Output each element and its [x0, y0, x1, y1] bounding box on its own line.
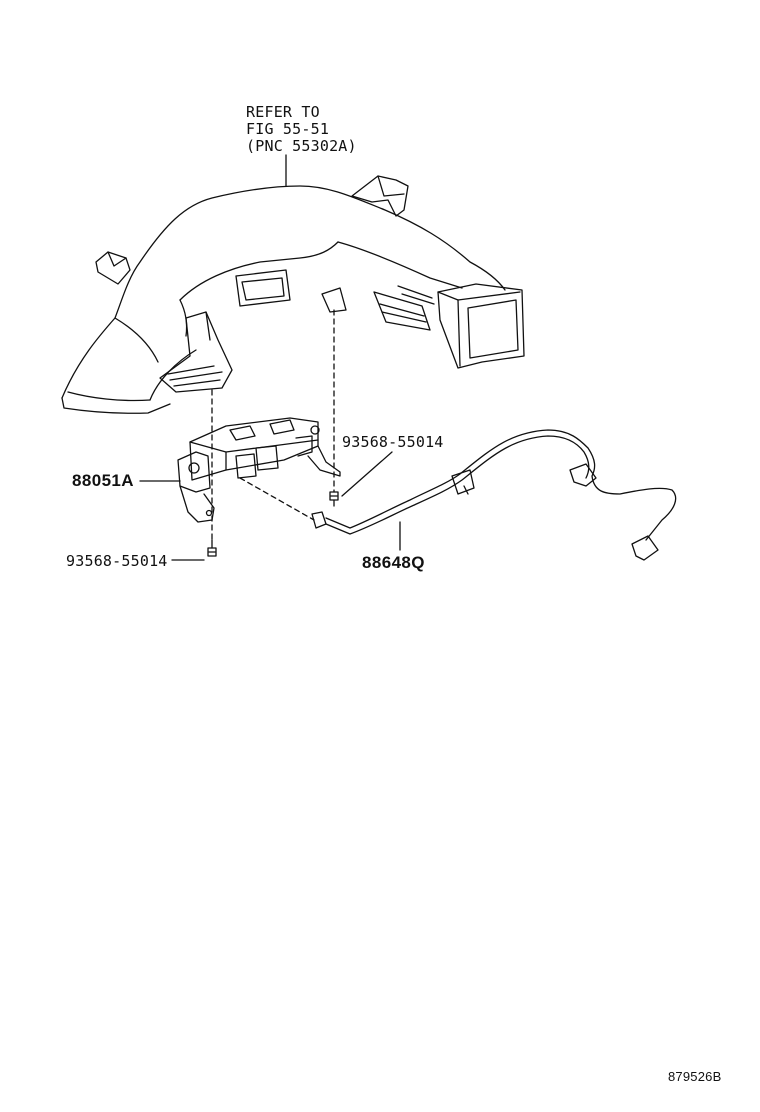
wire-harness [311, 429, 677, 561]
part-label-screw-upper: 93568-55014 [342, 433, 444, 451]
screw-lower-shape [207, 539, 217, 557]
assembly-guides [211, 309, 335, 541]
refer-note-line-1: REFER TO [246, 103, 320, 121]
sensor-bracket [177, 417, 341, 523]
part-label-screw-lower: 93568-55014 [66, 552, 168, 570]
figure-id: 879526B [668, 1069, 722, 1084]
callout-leaders [139, 451, 401, 561]
refer-note-line-3: (PNC 55302A) [246, 137, 357, 155]
air-duct [61, 175, 525, 414]
part-label-88648q: 88648Q [362, 553, 425, 572]
refer-note-line-2: FIG 55-51 [246, 120, 330, 138]
screw-upper-shape [329, 491, 339, 507]
part-label-88051a: 88051A [72, 471, 134, 490]
